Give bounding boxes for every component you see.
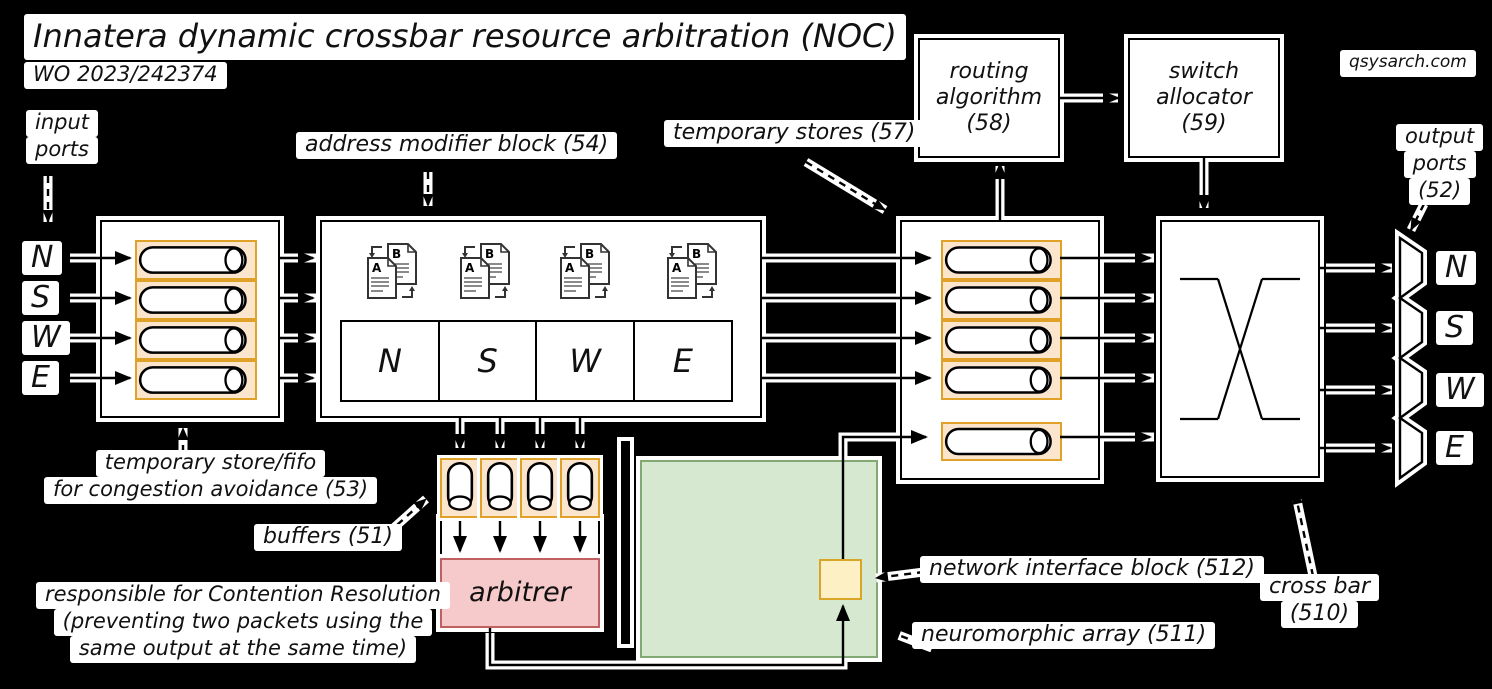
crossbar-icon (1180, 277, 1300, 421)
fifo-cylinder-icon (944, 286, 1052, 314)
svg-text:B: B (485, 247, 494, 261)
cell-w: W (535, 320, 636, 402)
svg-text:B: B (392, 247, 401, 261)
fifo-cylinder-icon (138, 326, 247, 354)
buffer-cell (480, 458, 520, 518)
buffer-cylinder-icon (446, 461, 474, 511)
cell-s: S (437, 320, 538, 402)
fifo-cell (941, 360, 1062, 400)
network-interface-caption: network interface block (512) (920, 556, 1264, 583)
svg-text:B: B (585, 247, 594, 261)
buffer-cylinder-icon (566, 461, 594, 511)
buffers-caption: buffers (51) (254, 524, 402, 551)
output-ports-icon (1391, 228, 1427, 488)
fifo-cylinder-icon (944, 427, 1052, 456)
temporary-stores-caption: temporary stores (57) (664, 120, 925, 147)
svg-text:A: A (465, 261, 475, 275)
arbiter-box: arbitrer (440, 558, 600, 628)
switch-allocator-box: switch allocator (59) (1128, 38, 1280, 158)
page-subtitle: WO 2023/242374 (24, 62, 227, 89)
fifo-cylinder-icon (138, 246, 247, 274)
cell-n: N (340, 320, 440, 402)
page-title: Innatera dynamic crossbar resource arbit… (24, 14, 906, 60)
svg-text:A: A (565, 261, 575, 275)
routing-algorithm-box: routing algorithm (58) (918, 38, 1060, 158)
buffer-cell (520, 458, 560, 518)
network-interface-box (819, 559, 862, 600)
buffer-cell (440, 458, 480, 518)
fifo-cylinder-icon (944, 246, 1052, 274)
svg-text:A: A (372, 261, 382, 275)
fifo-cell (941, 280, 1062, 320)
temporary-stores-box (900, 220, 1100, 480)
fifo-cell (135, 280, 257, 320)
buffer-to-arbiter-box (440, 518, 600, 558)
fifo-cylinder-icon (944, 366, 1052, 394)
direction-cells: N S W E (340, 320, 733, 402)
buffer-cylinder-icon (526, 461, 554, 511)
watermark: qsysarch.com (1340, 50, 1476, 77)
fifo-cylinder-icon (944, 326, 1052, 354)
fifo-cell (941, 320, 1062, 360)
input-port-n: N (22, 241, 63, 275)
fifo-cell (941, 240, 1062, 280)
input-port-e: E (22, 361, 59, 395)
fifo-cylinder-icon (138, 286, 247, 314)
output-port-e: E (1436, 431, 1473, 465)
output-port-s: S (1436, 311, 1474, 345)
buffer-cell (560, 458, 600, 518)
input-port-w: W (22, 321, 70, 355)
output-port-n: N (1436, 251, 1477, 285)
divider-bar (617, 437, 634, 648)
fifo-cell (135, 320, 257, 360)
input-port-s: S (22, 281, 60, 315)
address-modifier-caption: address modifier block (54) (296, 132, 618, 159)
fifo-cell (135, 240, 257, 280)
fifo-cell (135, 360, 257, 400)
crossbar-caption: cross bar(510) (1260, 574, 1380, 628)
temp-store-53-box (100, 220, 280, 418)
fifo-cylinder-icon (138, 366, 247, 394)
cell-e: E (632, 320, 733, 402)
buffer-cylinder-icon (486, 461, 514, 511)
svg-text:A: A (672, 261, 682, 275)
contention-caption: responsible for Contention Resolution(pr… (36, 582, 450, 663)
output-port-w: W (1436, 373, 1484, 407)
neuromorphic-array-caption: neuromorphic array (511) (912, 622, 1216, 649)
svg-text:B: B (692, 247, 701, 261)
fifo-cell (941, 422, 1062, 461)
